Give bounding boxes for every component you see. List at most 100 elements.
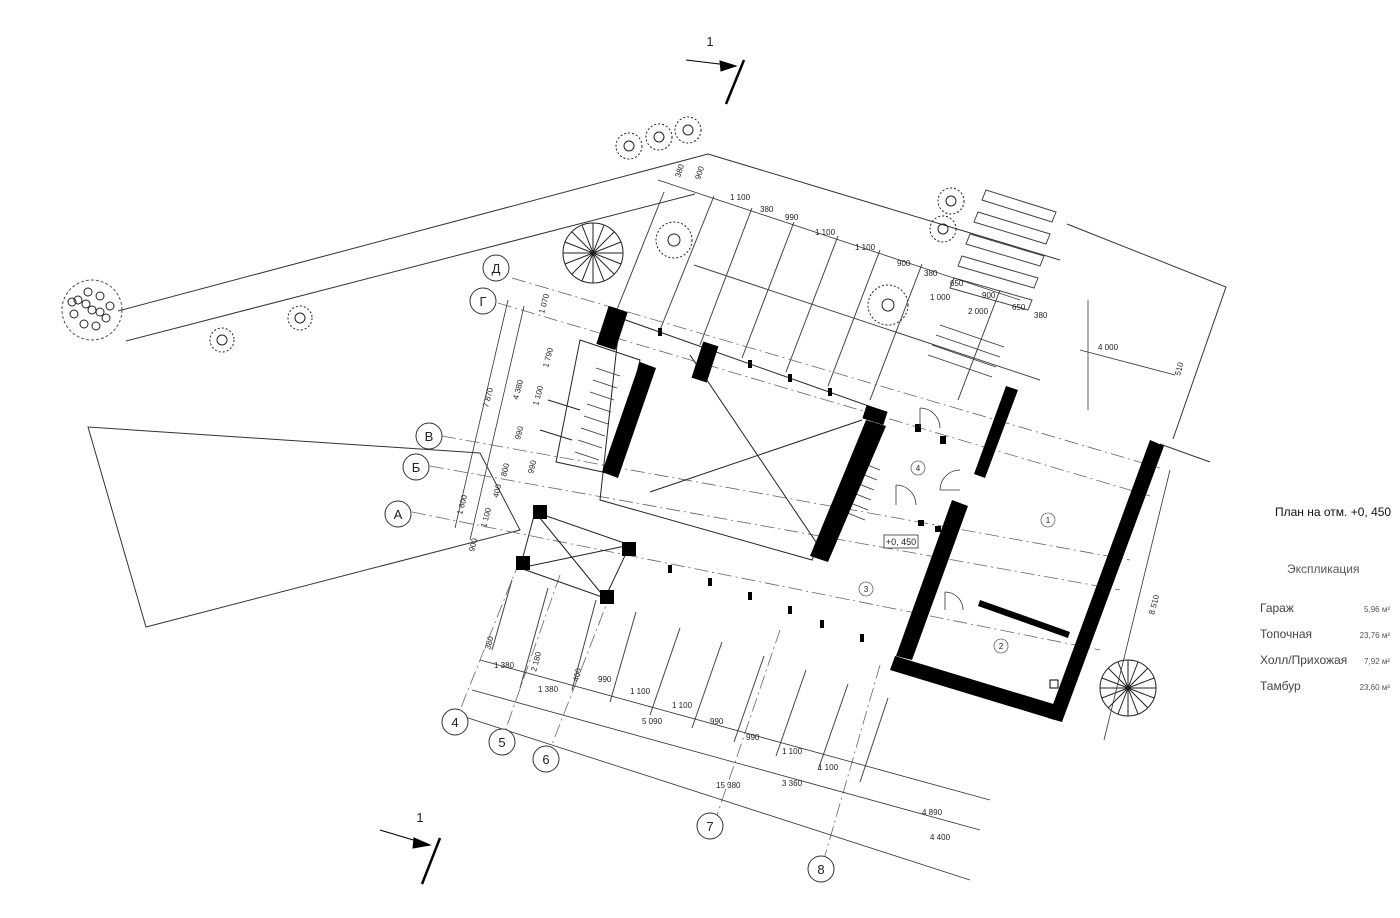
dim-text: 1 100 bbox=[531, 384, 545, 406]
room-area: 5,96 м² bbox=[1364, 605, 1390, 614]
dim-text: 4 000 bbox=[1098, 343, 1119, 352]
dim-text: 990 bbox=[746, 733, 760, 742]
dim-text: 2 000 bbox=[968, 307, 989, 316]
dim-text: 380 bbox=[673, 163, 686, 179]
legend-table: Гараж 5,96 м² Топочная 23,76 м² Холл/При… bbox=[1260, 601, 1390, 705]
legend-heading: Экспликация bbox=[1287, 562, 1360, 576]
section-label-bottom: 1 bbox=[416, 810, 423, 825]
legend-row: Топочная 23,76 м² bbox=[1260, 627, 1390, 653]
tree-icon bbox=[937, 187, 965, 215]
dim-text: 15 380 bbox=[716, 781, 741, 790]
dim-text: 1 100 bbox=[672, 701, 693, 710]
axis-label-number: 8 bbox=[817, 862, 824, 877]
dim-text: 380 bbox=[1034, 311, 1048, 320]
room-number: 4 bbox=[916, 464, 921, 473]
large-tree-icon bbox=[1099, 659, 1157, 717]
dim-text: 900 bbox=[982, 291, 996, 300]
dim-text: 1 100 bbox=[815, 228, 836, 237]
dim-text: 900 bbox=[897, 259, 911, 268]
staircase bbox=[574, 324, 1005, 521]
plan-title: План на отм. +0, 450 bbox=[1275, 505, 1392, 519]
dim-text: 7 870 bbox=[481, 386, 495, 408]
dim-text: 4 400 bbox=[930, 833, 951, 842]
site-outline bbox=[87, 153, 1227, 628]
dim-text: 380 bbox=[483, 635, 495, 651]
dim-text: 1 100 bbox=[782, 747, 803, 756]
room-number: 3 bbox=[864, 585, 869, 594]
axis-label-letter: Б bbox=[412, 460, 421, 475]
axis-label-letter: Г bbox=[479, 294, 486, 309]
dim-text: 5 090 bbox=[642, 717, 663, 726]
section-marker-bottom bbox=[379, 829, 442, 885]
dim-text: 1 100 bbox=[730, 193, 751, 202]
landscape-trees bbox=[61, 116, 1157, 717]
dim-text: 990 bbox=[785, 213, 799, 222]
terrace-deck bbox=[491, 191, 1041, 783]
tree-icon bbox=[287, 305, 313, 331]
tree-icon bbox=[929, 215, 957, 243]
level-mark: +0, 450 bbox=[886, 537, 916, 547]
dim-text: 4 890 bbox=[922, 808, 943, 817]
tree-icon bbox=[867, 284, 909, 326]
room-number: 1 bbox=[1046, 516, 1051, 525]
axis-label-letter: Д bbox=[492, 261, 501, 276]
section-label-top: 1 bbox=[706, 34, 713, 49]
dim-text: 990 bbox=[513, 425, 525, 441]
dim-text: 1 600 bbox=[455, 493, 469, 515]
walls bbox=[516, 305, 1164, 722]
tree-icon bbox=[655, 221, 693, 259]
room-area: 23,76 м² bbox=[1359, 631, 1390, 640]
large-tree-icon bbox=[562, 222, 624, 284]
tree-icon bbox=[209, 327, 235, 353]
legend-row: Гараж 5,96 м² bbox=[1260, 601, 1390, 627]
dim-text: 900 bbox=[467, 537, 479, 553]
tree-icon bbox=[645, 123, 673, 151]
dim-text: 510 bbox=[1173, 361, 1185, 377]
level-mark-frame bbox=[883, 534, 919, 549]
axis-label-number: 4 bbox=[451, 715, 458, 730]
axis-label-letter: А bbox=[394, 507, 403, 522]
dim-text: 650 bbox=[950, 279, 964, 288]
dim-text: 1 070 bbox=[537, 292, 551, 314]
tree-cluster-icon bbox=[61, 279, 123, 341]
dim-text: 1 100 bbox=[818, 763, 839, 772]
axis-label-number: 7 bbox=[706, 819, 713, 834]
dim-text: 990 bbox=[598, 675, 612, 684]
dim-text: 400 bbox=[571, 667, 583, 683]
dim-text: 650 bbox=[1012, 303, 1026, 312]
tree-icon bbox=[674, 116, 702, 144]
grid-axes bbox=[411, 277, 1161, 867]
axis-label-letter: В bbox=[425, 429, 434, 444]
axis-bubbles-letters bbox=[384, 254, 510, 528]
room-name: Топочная bbox=[1260, 627, 1313, 641]
tree-icon bbox=[615, 132, 643, 160]
dim-text: 1 380 bbox=[538, 685, 559, 694]
doors bbox=[895, 407, 964, 611]
section-marker-top bbox=[685, 59, 746, 105]
axis-bubbles-numbers bbox=[441, 708, 835, 883]
dim-text: 990 bbox=[526, 459, 538, 475]
dim-text: 380 bbox=[924, 269, 938, 278]
dim-text: 1 790 bbox=[541, 346, 555, 368]
room-name: Холл/Прихожая bbox=[1260, 653, 1348, 667]
dim-text: 1 100 bbox=[855, 243, 876, 252]
room-name: Тамбур bbox=[1260, 679, 1301, 693]
dim-text: 1 100 bbox=[630, 687, 651, 696]
dim-text: 8 510 bbox=[1147, 593, 1161, 615]
dim-text: 4 380 bbox=[511, 378, 525, 400]
dim-text: 1 000 bbox=[930, 293, 951, 302]
room-area: 23,60 м² bbox=[1359, 683, 1390, 692]
dim-text: 900 bbox=[693, 165, 706, 181]
dimension-lines bbox=[454, 179, 1176, 881]
dim-text: 990 bbox=[710, 717, 724, 726]
legend-row: Тамбур 23,60 м² bbox=[1260, 679, 1390, 705]
dim-text: 380 bbox=[760, 205, 774, 214]
entry-steps bbox=[949, 189, 1057, 311]
legend-row: Холл/Прихожая 7,92 м² bbox=[1260, 653, 1390, 679]
room-area: 7,92 м² bbox=[1364, 657, 1390, 666]
dim-text: 2 180 bbox=[529, 650, 543, 672]
dim-text: 800 bbox=[499, 462, 511, 478]
dim-text: 3 360 bbox=[782, 779, 803, 788]
room-number: 2 bbox=[999, 642, 1004, 651]
room-markers bbox=[858, 460, 1056, 654]
